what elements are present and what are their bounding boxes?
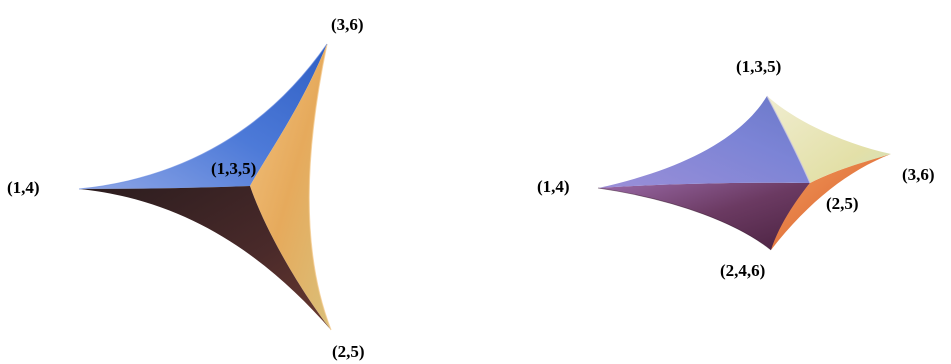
left-face-dark [79, 186, 331, 330]
left-face-blue [79, 44, 327, 189]
right-face-top [598, 96, 810, 188]
right-label-right: (3,6) [902, 165, 935, 184]
left-label-bottom: (2,5) [332, 342, 365, 361]
right-label-inner: (2,5) [826, 194, 859, 213]
left-label-left: (1,4) [7, 178, 40, 197]
left-label-top: (3,6) [331, 15, 364, 34]
right-label-top: (1,3,5) [736, 57, 781, 76]
right-face-purple [598, 182, 810, 250]
right-surface [597, 95, 891, 251]
left-surface [78, 43, 332, 331]
left-face-orange [250, 44, 331, 330]
right-label-bottom: (2,4,6) [720, 261, 765, 280]
left-label-center: (1,3,5) [211, 159, 256, 178]
right-face-cream [767, 96, 891, 183]
right-label-left: (1,4) [537, 177, 570, 196]
